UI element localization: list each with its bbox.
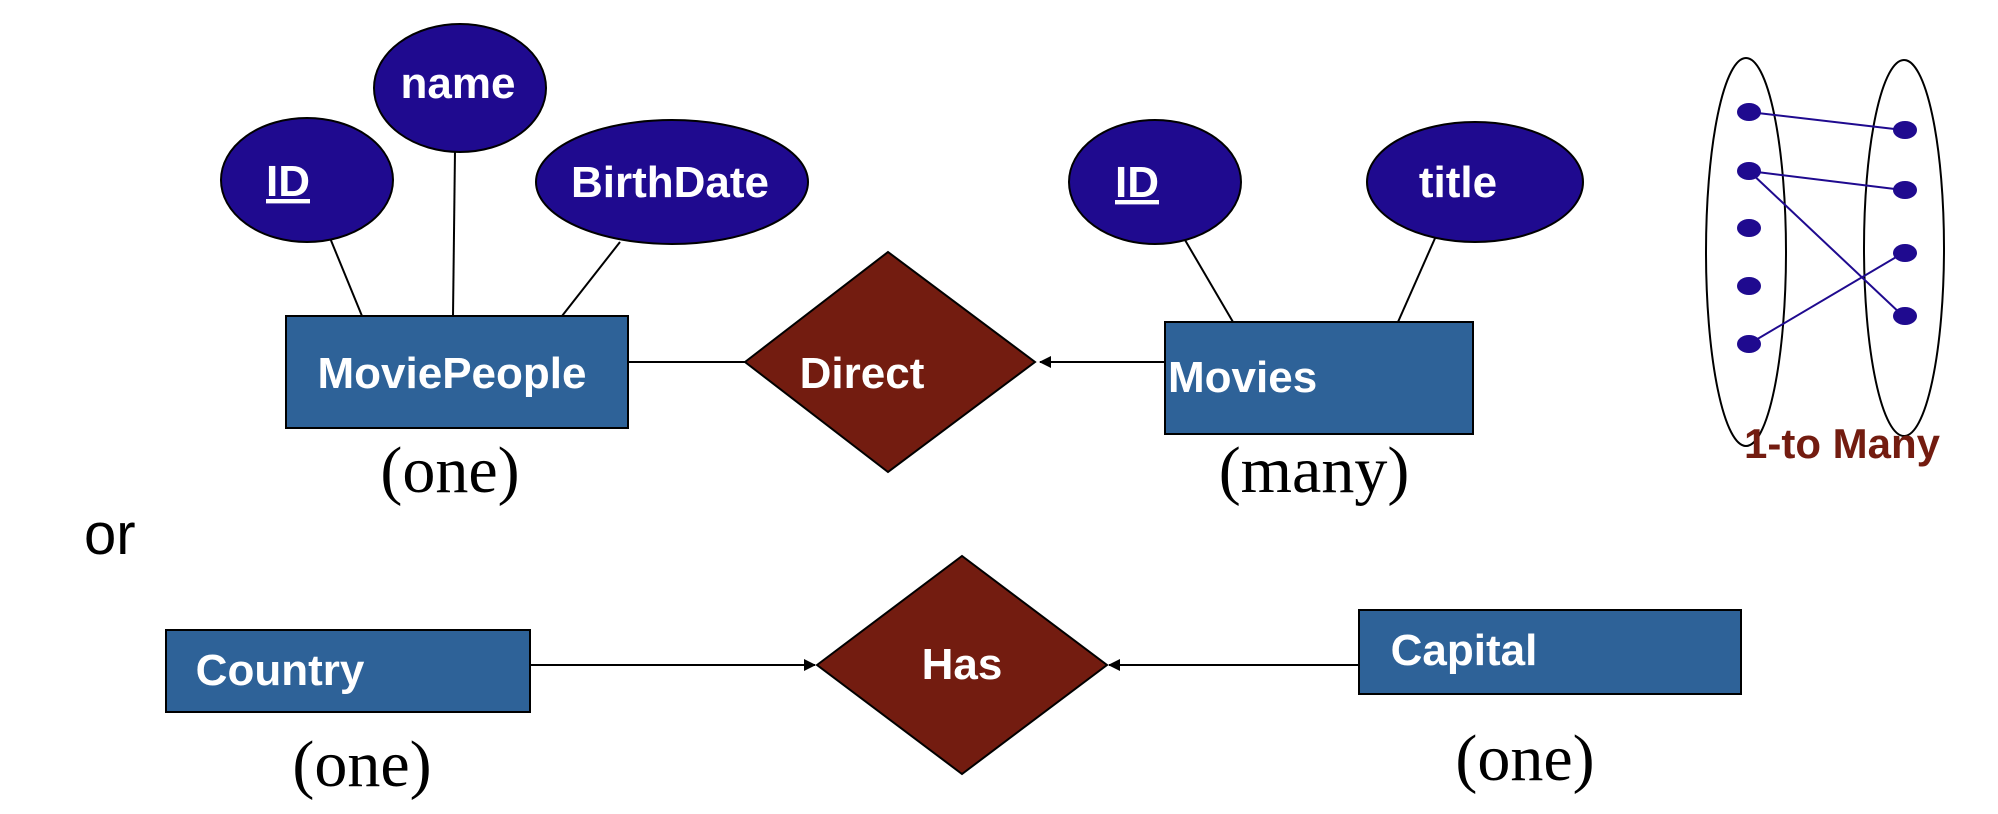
connector-movie-id-attr [1184,239,1234,323]
mapping-lines [1748,111,1904,345]
connector-title-attr [1397,235,1437,323]
mapping-illustration: 1-to Many [1705,57,1945,467]
mapping-dot [1893,121,1917,139]
cardinality-label-left: (one) [380,434,519,507]
cardinality-label-right: (many) [1219,434,1410,507]
entity-country: Country [165,629,531,713]
mapping-dot [1737,277,1761,295]
attribute-label: BirthDate [571,158,769,207]
mapping-caption: 1-to Many [1744,420,1941,467]
separator-or: or [84,502,136,567]
relationship-label: Has [922,640,1003,689]
attribute-id-left: ID [220,117,394,243]
relationship-direct: Direct [743,250,1037,474]
attribute-title: title [1366,121,1584,243]
mapping-line [1748,252,1904,345]
relationship-has: Has [815,554,1109,776]
entity-moviepeople: MoviePeople [285,315,629,429]
mapping-dot [1893,244,1917,262]
top-connectors [329,149,1437,368]
mapping-dot [1737,335,1761,353]
mapping-dot [1737,162,1761,180]
connector-name-attr [452,149,456,317]
mapping-dot [1893,307,1917,325]
connector-birthdate-attr [561,241,621,317]
mapping-dot [1737,103,1761,121]
entity-capital: Capital [1358,609,1742,695]
mapping-line [1748,170,1904,191]
entity-label: MoviePeople [318,349,587,398]
entity-label: Country [196,646,365,695]
domain-set-left [1705,57,1787,447]
attribute-label: name [401,59,516,108]
mapping-line [1748,111,1904,131]
attribute-label: ID [266,157,310,206]
entity-movies: Movies [1164,321,1474,435]
attribute-label: title [1419,158,1497,207]
mapping-dot [1737,219,1761,237]
cardinality-label-right: (one) [1455,722,1594,795]
mapping-dots [1737,103,1917,353]
mapping-line [1748,170,1904,317]
entity-label: Movies [1168,353,1317,402]
attribute-birthdate: BirthDate [535,119,809,245]
attribute-id-right: ID [1068,119,1242,245]
attribute-label: ID [1115,158,1159,207]
attribute-name: name [373,23,547,153]
connector-id-attr [329,237,363,317]
relationship-label: Direct [800,349,925,398]
cardinality-label-left: (one) [292,728,431,801]
domain-set-right [1863,59,1945,437]
mapping-dot [1893,181,1917,199]
entity-label: Capital [1391,626,1538,675]
